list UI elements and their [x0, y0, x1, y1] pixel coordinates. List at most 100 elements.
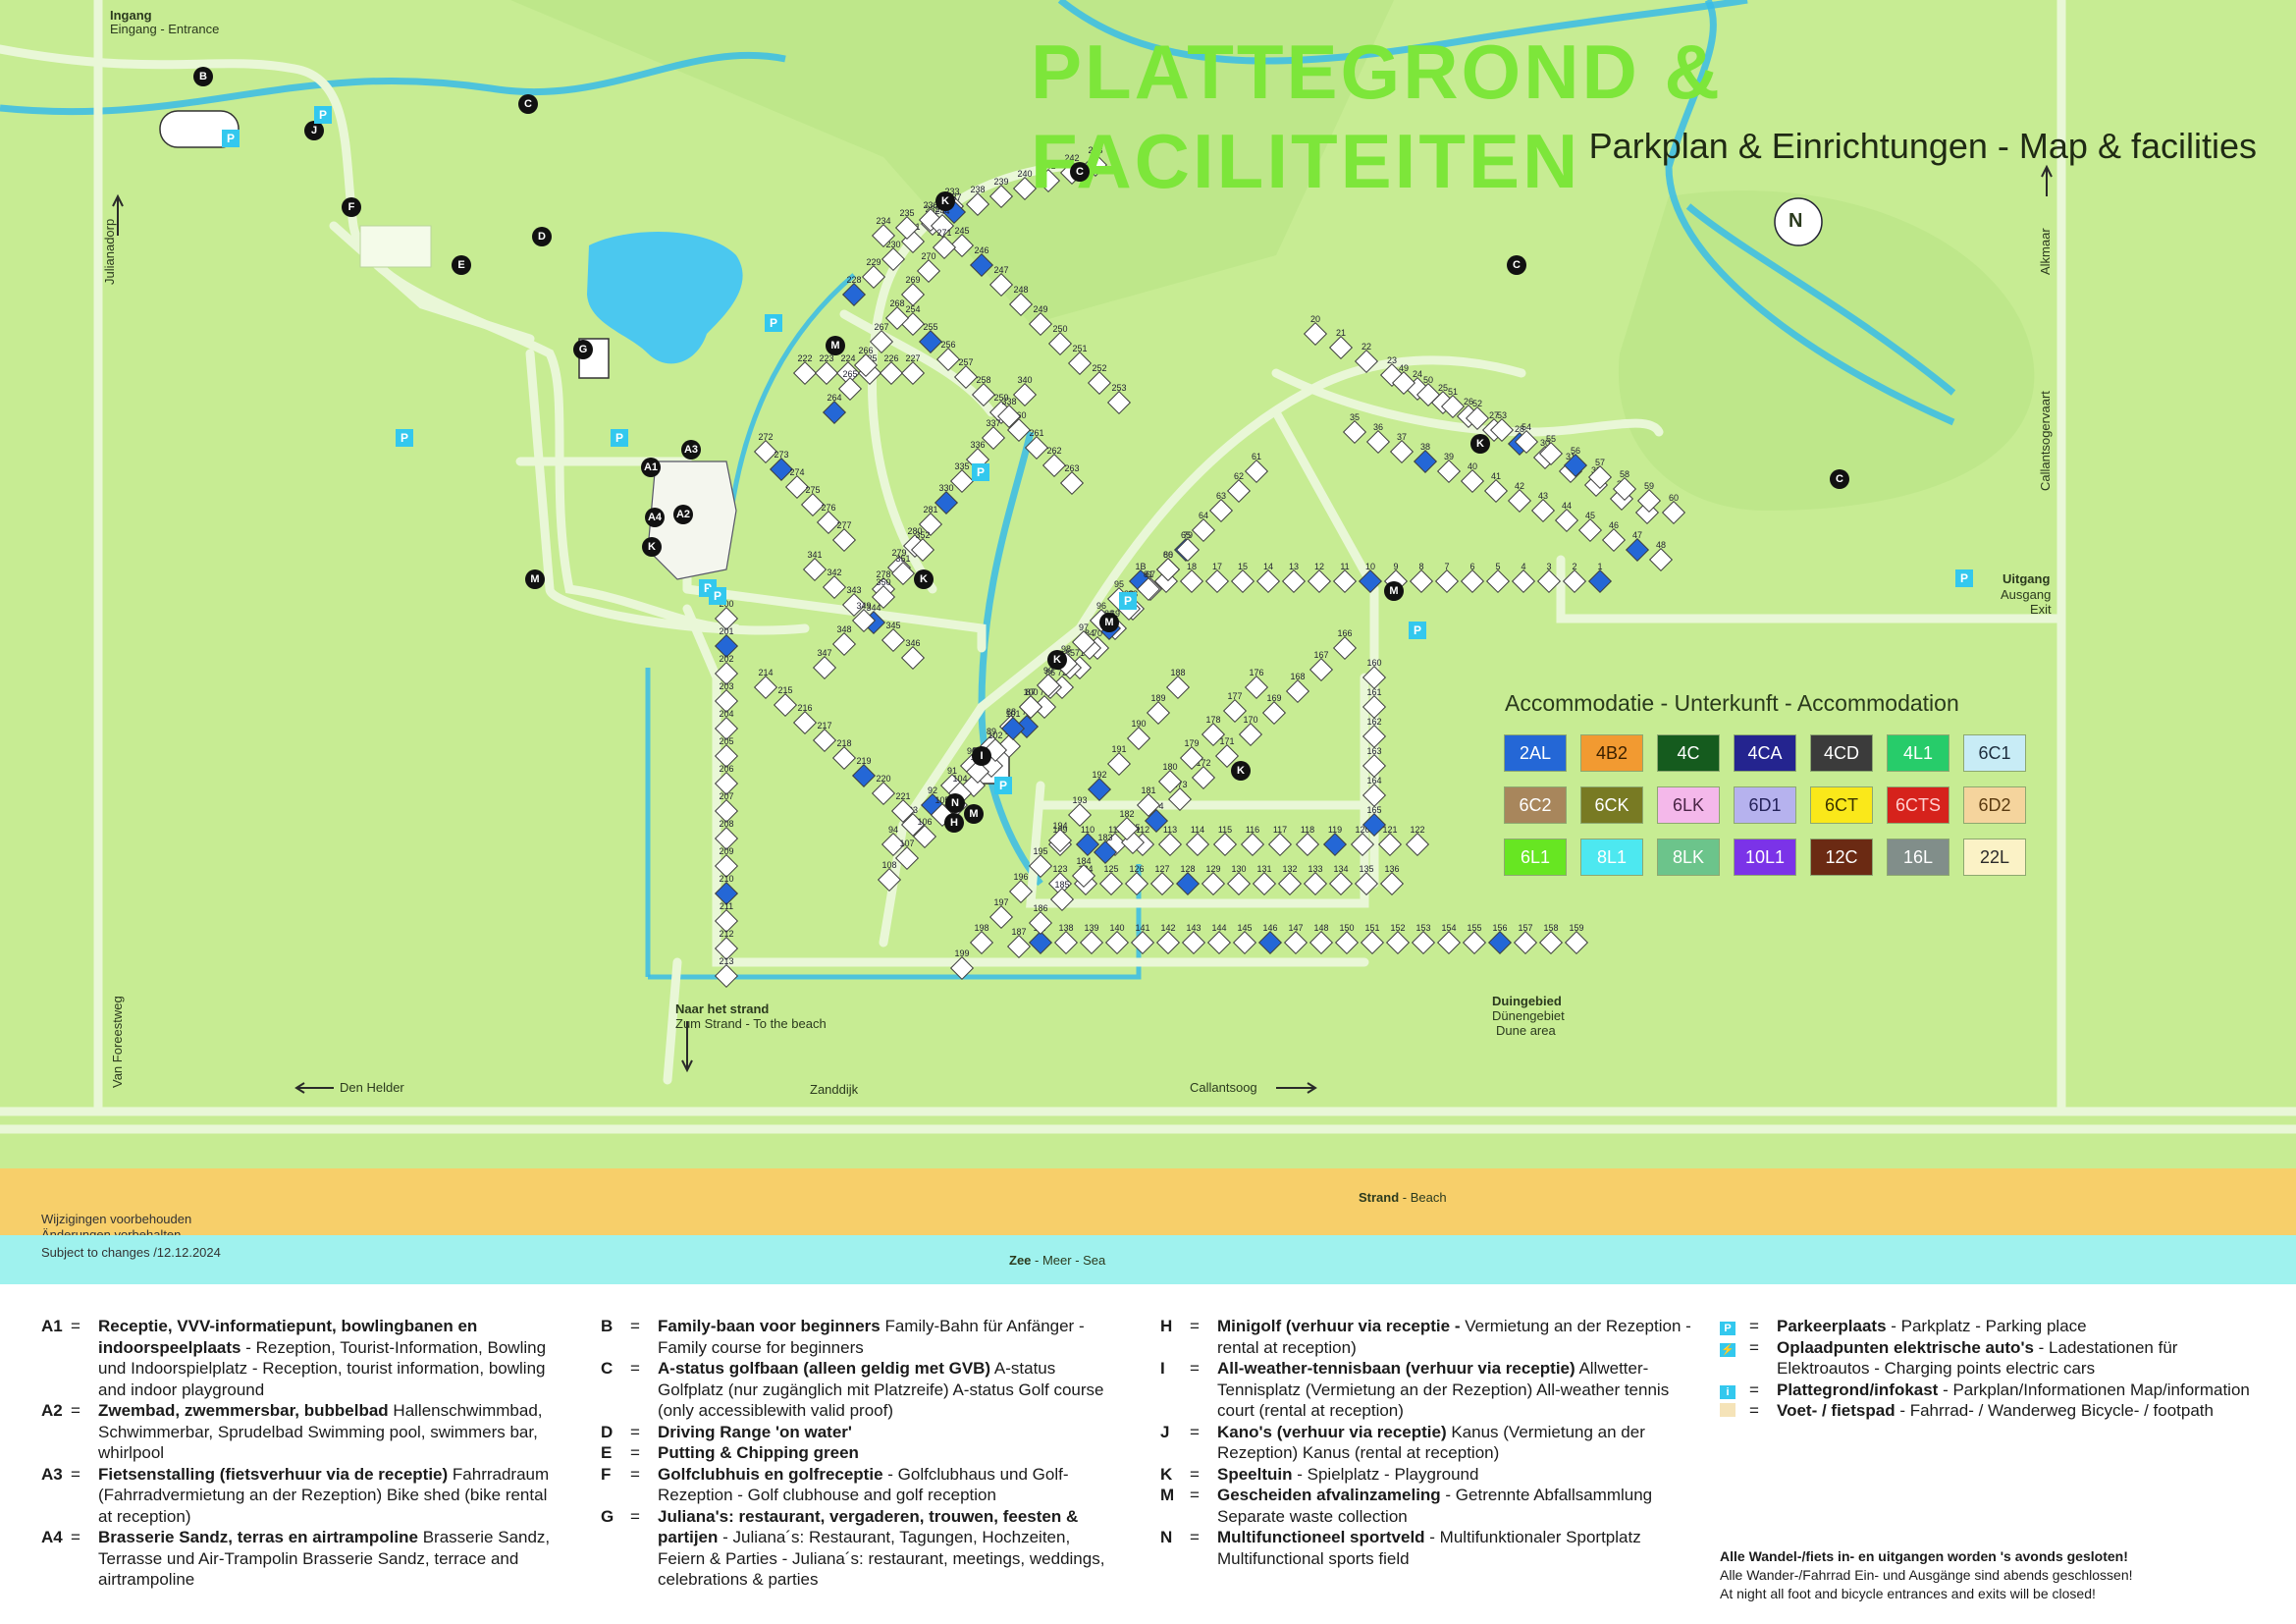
- plot-20[interactable]: 20: [1303, 314, 1328, 347]
- plot-7[interactable]: 7: [1434, 562, 1460, 594]
- plot-271[interactable]: 271: [932, 228, 957, 260]
- marker-m-icon[interactable]: M: [826, 336, 845, 355]
- plot-215[interactable]: 215: [773, 685, 798, 718]
- plot-21[interactable]: 21: [1328, 328, 1354, 360]
- plot-143[interactable]: 143: [1181, 923, 1206, 955]
- plot-187[interactable]: 187: [1006, 927, 1032, 959]
- plot-12[interactable]: 12: [1307, 562, 1332, 594]
- marker-c-icon[interactable]: C: [1830, 469, 1849, 489]
- marker-a3-icon[interactable]: A3: [681, 440, 701, 460]
- plot-119[interactable]: 119: [1322, 825, 1348, 857]
- plot-261[interactable]: 261: [1024, 428, 1049, 460]
- plot-347[interactable]: 347: [812, 648, 837, 680]
- plot-133[interactable]: 133: [1303, 864, 1328, 896]
- plot-64[interactable]: 64: [1191, 511, 1216, 543]
- plot-47[interactable]: 47: [1625, 530, 1650, 563]
- plot-330[interactable]: 330: [934, 483, 959, 515]
- marker-k-icon[interactable]: K: [1047, 650, 1067, 670]
- marker-g-icon[interactable]: G: [573, 340, 593, 359]
- plot-140[interactable]: 140: [1104, 923, 1130, 955]
- plot-35[interactable]: 35: [1342, 412, 1367, 445]
- marker-m-icon[interactable]: M: [964, 804, 984, 824]
- marker-b-icon[interactable]: B: [193, 67, 213, 86]
- plot-126[interactable]: 126: [1124, 864, 1149, 896]
- plot-192[interactable]: 192: [1087, 770, 1112, 802]
- plot-49[interactable]: 49: [1391, 363, 1416, 396]
- plot-45[interactable]: 45: [1577, 511, 1603, 543]
- plot-80[interactable]: 80: [1155, 550, 1181, 582]
- plot-50[interactable]: 50: [1415, 375, 1441, 407]
- plot-249[interactable]: 249: [1028, 304, 1053, 337]
- plot-46[interactable]: 46: [1601, 520, 1627, 553]
- plot-113[interactable]: 113: [1157, 825, 1183, 857]
- plot-265[interactable]: 265: [837, 369, 863, 402]
- marker-m-icon[interactable]: M: [525, 569, 545, 589]
- plot-8[interactable]: 8: [1409, 562, 1434, 594]
- marker-e-icon[interactable]: E: [452, 255, 471, 275]
- plot-184[interactable]: 184: [1071, 856, 1096, 889]
- plot-163[interactable]: 163: [1362, 746, 1387, 779]
- plot-97[interactable]: 97: [1071, 623, 1096, 655]
- plot-155[interactable]: 155: [1462, 923, 1487, 955]
- plot-245[interactable]: 245: [949, 226, 975, 258]
- plot-1[interactable]: 1: [1587, 562, 1613, 594]
- plot-275[interactable]: 275: [800, 485, 826, 517]
- plot-270[interactable]: 270: [916, 251, 941, 284]
- plot-198[interactable]: 198: [969, 923, 994, 955]
- plot-17[interactable]: 17: [1204, 562, 1230, 594]
- plot-129[interactable]: 129: [1201, 864, 1226, 896]
- plot-53[interactable]: 53: [1489, 410, 1515, 443]
- plot-145[interactable]: 145: [1232, 923, 1257, 955]
- plot-189[interactable]: 189: [1146, 693, 1171, 726]
- plot-195[interactable]: 195: [1028, 846, 1053, 879]
- plot-221[interactable]: 221: [890, 791, 916, 824]
- plot-154[interactable]: 154: [1436, 923, 1462, 955]
- marker-i-icon[interactable]: I: [972, 746, 991, 766]
- plot-269[interactable]: 269: [900, 275, 926, 307]
- plot-337[interactable]: 337: [981, 418, 1006, 451]
- plot-164[interactable]: 164: [1362, 776, 1387, 808]
- plot-277[interactable]: 277: [831, 520, 857, 553]
- plot-125[interactable]: 125: [1098, 864, 1124, 896]
- plot-116[interactable]: 116: [1240, 825, 1265, 857]
- plot-39[interactable]: 39: [1436, 452, 1462, 484]
- plot-342[interactable]: 342: [822, 568, 847, 600]
- plot-54[interactable]: 54: [1514, 422, 1539, 455]
- plot-267[interactable]: 267: [869, 322, 894, 354]
- marker-m-icon[interactable]: M: [1099, 613, 1119, 632]
- plot-42[interactable]: 42: [1507, 481, 1532, 514]
- plot-246[interactable]: 246: [969, 245, 994, 278]
- plot-117[interactable]: 117: [1267, 825, 1293, 857]
- plot-36[interactable]: 36: [1365, 422, 1391, 455]
- plot-115[interactable]: 115: [1212, 825, 1238, 857]
- plot-151[interactable]: 151: [1360, 923, 1385, 955]
- plot-61[interactable]: 61: [1244, 452, 1269, 484]
- plot-157[interactable]: 157: [1513, 923, 1538, 955]
- plot-273[interactable]: 273: [769, 450, 794, 482]
- plot-127[interactable]: 127: [1149, 864, 1175, 896]
- plot-188[interactable]: 188: [1165, 668, 1191, 700]
- plot-139[interactable]: 139: [1079, 923, 1104, 955]
- plot-250[interactable]: 250: [1047, 324, 1073, 356]
- marker-m-icon[interactable]: M: [1384, 581, 1404, 601]
- plot-37[interactable]: 37: [1389, 432, 1415, 464]
- marker-k-icon[interactable]: K: [935, 191, 955, 211]
- plot-345[interactable]: 345: [881, 621, 906, 653]
- plot-199[interactable]: 199: [949, 948, 975, 981]
- plot-190[interactable]: 190: [1126, 719, 1151, 751]
- plot-150[interactable]: 150: [1334, 923, 1360, 955]
- plot-213[interactable]: 213: [714, 956, 739, 989]
- marker-d-icon[interactable]: D: [532, 227, 552, 246]
- plot-132[interactable]: 132: [1277, 864, 1303, 896]
- plot-248[interactable]: 248: [1008, 285, 1034, 317]
- plot-147[interactable]: 147: [1283, 923, 1308, 955]
- plot-110[interactable]: 110: [1075, 825, 1100, 857]
- plot-239[interactable]: 239: [988, 177, 1014, 209]
- plot-204[interactable]: 204: [714, 709, 739, 741]
- plot-201[interactable]: 201: [714, 626, 739, 659]
- plot-156[interactable]: 156: [1487, 923, 1513, 955]
- plot-207[interactable]: 207: [714, 791, 739, 824]
- plot-202[interactable]: 202: [714, 654, 739, 686]
- plot-243[interactable]: 243: [1083, 145, 1108, 178]
- plot-141[interactable]: 141: [1130, 923, 1155, 955]
